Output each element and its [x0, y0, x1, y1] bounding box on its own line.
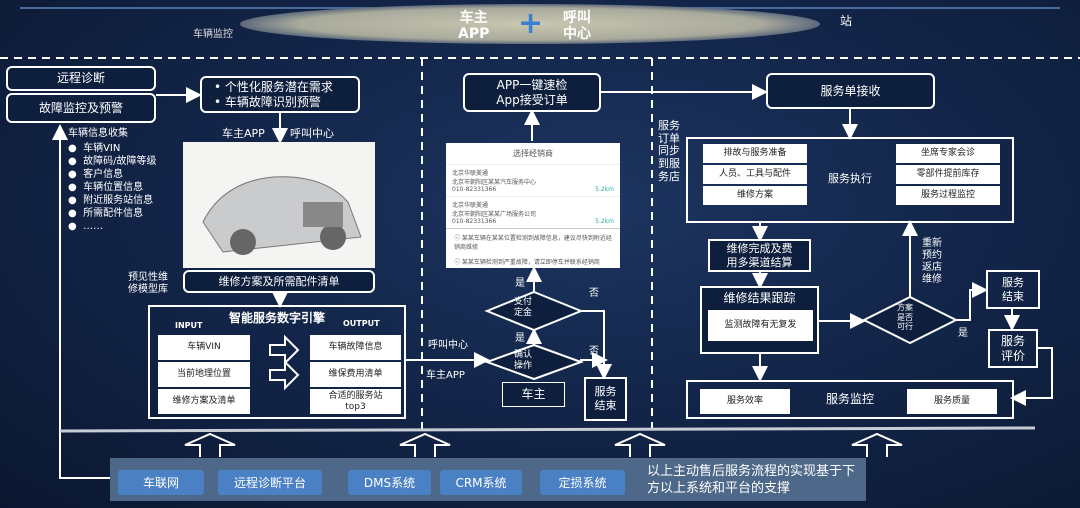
no-label: 否: [589, 288, 599, 299]
exec-item: 零部件提前库存: [896, 165, 1000, 184]
list-item: ● 车辆位置信息: [68, 182, 144, 193]
tracking-title: 维修结果跟踪: [723, 291, 796, 305]
exec-item: 服务过程监控: [896, 186, 1000, 205]
call-center-label: 呼叫 中心: [563, 10, 591, 43]
service-exec-label: 服务执行: [828, 172, 872, 185]
fault-monitor-box: 故障监控及预警: [6, 93, 156, 123]
service-exec-box: [686, 137, 1014, 223]
call-center-channel: 呼叫中心: [428, 340, 468, 351]
deposit-decision: 支付 定金: [514, 297, 533, 318]
owner-box: 车主: [502, 382, 565, 407]
yes-label: 是: [958, 328, 968, 339]
vehicle-monitor-label: 车辆监控: [193, 29, 233, 40]
app-quick-check-box: APP一键速检 App接受订单: [463, 73, 601, 112]
remote-diagnosis-box: 远程诊断: [6, 66, 156, 91]
system-dms[interactable]: DMS系统: [348, 470, 431, 495]
up-arrows: [184, 432, 903, 457]
list-item: ● 故障码/故障等级: [68, 156, 157, 167]
owner-app-label: 车主 APP: [458, 10, 490, 43]
output-item: 合适的服务站 top3: [310, 389, 401, 414]
system-crm[interactable]: CRM系统: [440, 470, 522, 495]
service-end-box: 服务 结束: [584, 377, 627, 421]
collect-title: 车辆信息收集: [68, 128, 128, 139]
list-item: ● 所需配件信息: [68, 208, 144, 219]
no-label: 否: [589, 346, 599, 357]
feasible-decision: 方案 是否 可行: [897, 303, 913, 332]
exec-item: 维修方案: [703, 186, 807, 205]
settlement-box: 维修完成及费 用多渠道结算: [708, 239, 811, 272]
needs-box: • 个性化服务潜在需求 • 车辆故障识别预警: [200, 76, 360, 113]
efficiency-item: 服务效率: [700, 389, 790, 414]
rebook-label: 重新 预约 返店 维修: [922, 238, 942, 285]
system-damage-assessment[interactable]: 定损系统: [540, 470, 625, 495]
plan-list-box: 维修方案及所需配件清单: [183, 270, 375, 293]
service-eval-box: 服务 评价: [988, 329, 1038, 368]
station-label: 站: [840, 14, 853, 28]
list-item: ● 客户信息: [68, 169, 124, 180]
exec-item: 人员、工具与配件: [703, 165, 807, 184]
exec-item: 坐席专家会诊: [896, 144, 1000, 163]
phone-title: 选择经销商: [446, 143, 620, 165]
list-item: ● 附近服务站信息: [68, 195, 154, 206]
list-item: ● 车辆VIN: [68, 143, 121, 154]
system-telematics[interactable]: 车联网: [118, 470, 204, 495]
input-label: INPUT: [175, 321, 203, 330]
model-library-label: 预见性维 修模型库: [128, 272, 168, 295]
input-item: 车辆VIN: [158, 335, 250, 360]
channel-call-label: 呼叫中心: [290, 127, 334, 140]
exec-item: 排故与服务准备: [703, 144, 807, 163]
output-item: 维保费用清单: [310, 362, 401, 387]
list-item: ● ……: [68, 221, 104, 232]
yes-label: 是: [515, 333, 525, 344]
plus-icon: +: [518, 6, 544, 41]
car-diagram-image: [183, 142, 375, 268]
notice-item: ⓘ 某某车辆检测到严重故障，请立即停车并联系经销商: [454, 259, 600, 266]
service-end-box: 服务 结束: [986, 270, 1040, 309]
owner-app-channel: 车主APP: [426, 370, 465, 381]
yes-label: 是: [515, 278, 525, 289]
output-label: OUTPUT: [343, 319, 380, 328]
need-item: • 车辆故障识别预警: [214, 94, 321, 109]
input-item: 维修方案及清单: [158, 389, 250, 414]
recurrence-monitor: 监测故障有无复发: [708, 310, 813, 341]
output-item: 车辆故障信息: [310, 335, 401, 360]
service-monitor-label: 服务监控: [825, 392, 874, 406]
footer-note: 以上主动售后服务流程的实现基于下方以上系统和平台的支撑: [647, 464, 856, 496]
engine-title: 智能服务数字引擎: [228, 311, 325, 325]
collect-list: ● 车辆VIN ● 故障码/故障等级 ● 客户信息 ● 车辆位置信息 ● 附近服…: [68, 142, 156, 233]
service-monitor-box: 服务监控: [686, 380, 1014, 419]
need-item: • 个性化服务潜在需求: [214, 79, 333, 94]
notice-item: ⓘ 某某车辆在某某位置检测到故障信息，建议尽快到附近经销商维修: [454, 235, 612, 251]
input-item: 当前地理位置: [158, 362, 250, 387]
system-remote-diagnosis[interactable]: 远程诊断平台: [218, 470, 322, 495]
confirm-decision: 确认 操作: [514, 350, 533, 371]
order-receive-box: 服务单接收: [766, 73, 935, 109]
digital-engine-box: 智能服务数字引擎: [148, 305, 406, 419]
quality-item: 服务质量: [907, 389, 997, 414]
car-icon: [202, 176, 362, 255]
channel-app-label: 车主APP: [222, 127, 265, 140]
order-sync-label: 服务 订单 同步 到服 务店: [658, 119, 680, 183]
